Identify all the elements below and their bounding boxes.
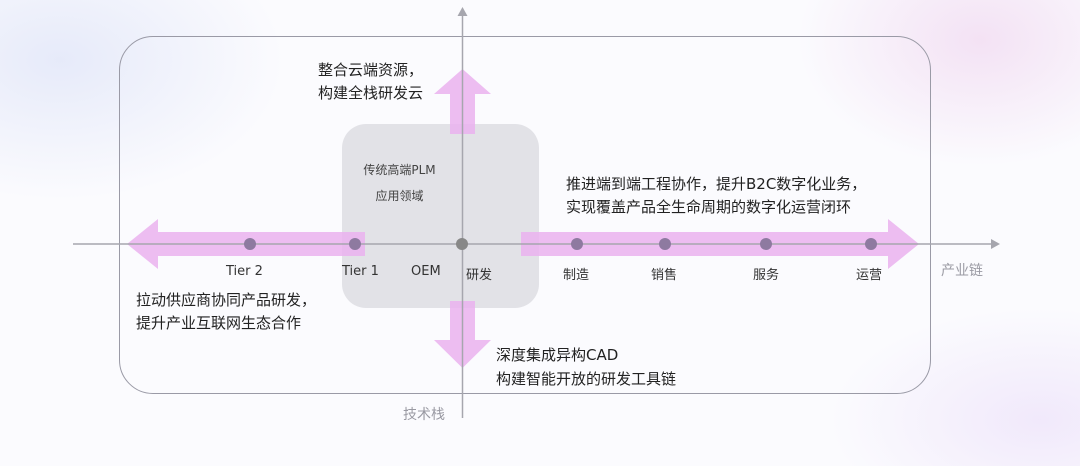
tech-stack-axis-label: 技术栈 bbox=[403, 407, 445, 423]
callout-right-line1: 推进端到端工程协作，提升B2C数字化业务， bbox=[566, 175, 867, 193]
service-dot bbox=[760, 238, 772, 250]
stage-label-tier1: Tier 1 bbox=[342, 264, 379, 279]
operation-dot bbox=[865, 238, 877, 250]
callout-right-line2: 实现覆盖产品全生命周期的数字化运营闭环 bbox=[566, 198, 852, 216]
industry-chain-axis-arrowhead bbox=[991, 239, 1000, 249]
stage-label-oem: OEM bbox=[411, 264, 441, 279]
callout-top-line2: 构建全栈研发云 bbox=[318, 84, 424, 102]
callout-bottom-line1: 深度集成异构CAD bbox=[496, 346, 619, 364]
tier1-dot bbox=[349, 238, 361, 250]
callout-left-line1: 拉动供应商协同产品研发， bbox=[136, 291, 317, 309]
tier2-dot bbox=[244, 238, 256, 250]
tech-stack-axis-arrowhead bbox=[457, 7, 468, 16]
stage-label-tier2: Tier 2 bbox=[226, 264, 263, 279]
industry-chain-axis-label: 产业链 bbox=[941, 263, 983, 279]
core-label-line1: 传统高端PLM bbox=[363, 163, 436, 177]
stage-label-service: 服务 bbox=[753, 268, 780, 283]
manufacturing-dot bbox=[571, 238, 583, 250]
stage-label-sales: 销售 bbox=[651, 268, 678, 283]
origin-dot bbox=[456, 238, 468, 250]
sales-dot bbox=[659, 238, 671, 250]
callout-bottom-line2: 构建智能开放的研发工具链 bbox=[496, 370, 677, 388]
callout-top-line1: 整合云端资源， bbox=[318, 61, 424, 79]
callout-left-line2: 提升产业互联网生态合作 bbox=[136, 314, 302, 332]
stage-label-rd: 研发 bbox=[466, 268, 493, 283]
core-label-line2: 应用领域 bbox=[375, 189, 424, 203]
stage-label-operation: 运营 bbox=[856, 268, 883, 283]
traditional-plm-block bbox=[342, 124, 539, 308]
stage-label-manufacturing: 制造 bbox=[563, 268, 590, 283]
scope-frame bbox=[119, 36, 931, 394]
